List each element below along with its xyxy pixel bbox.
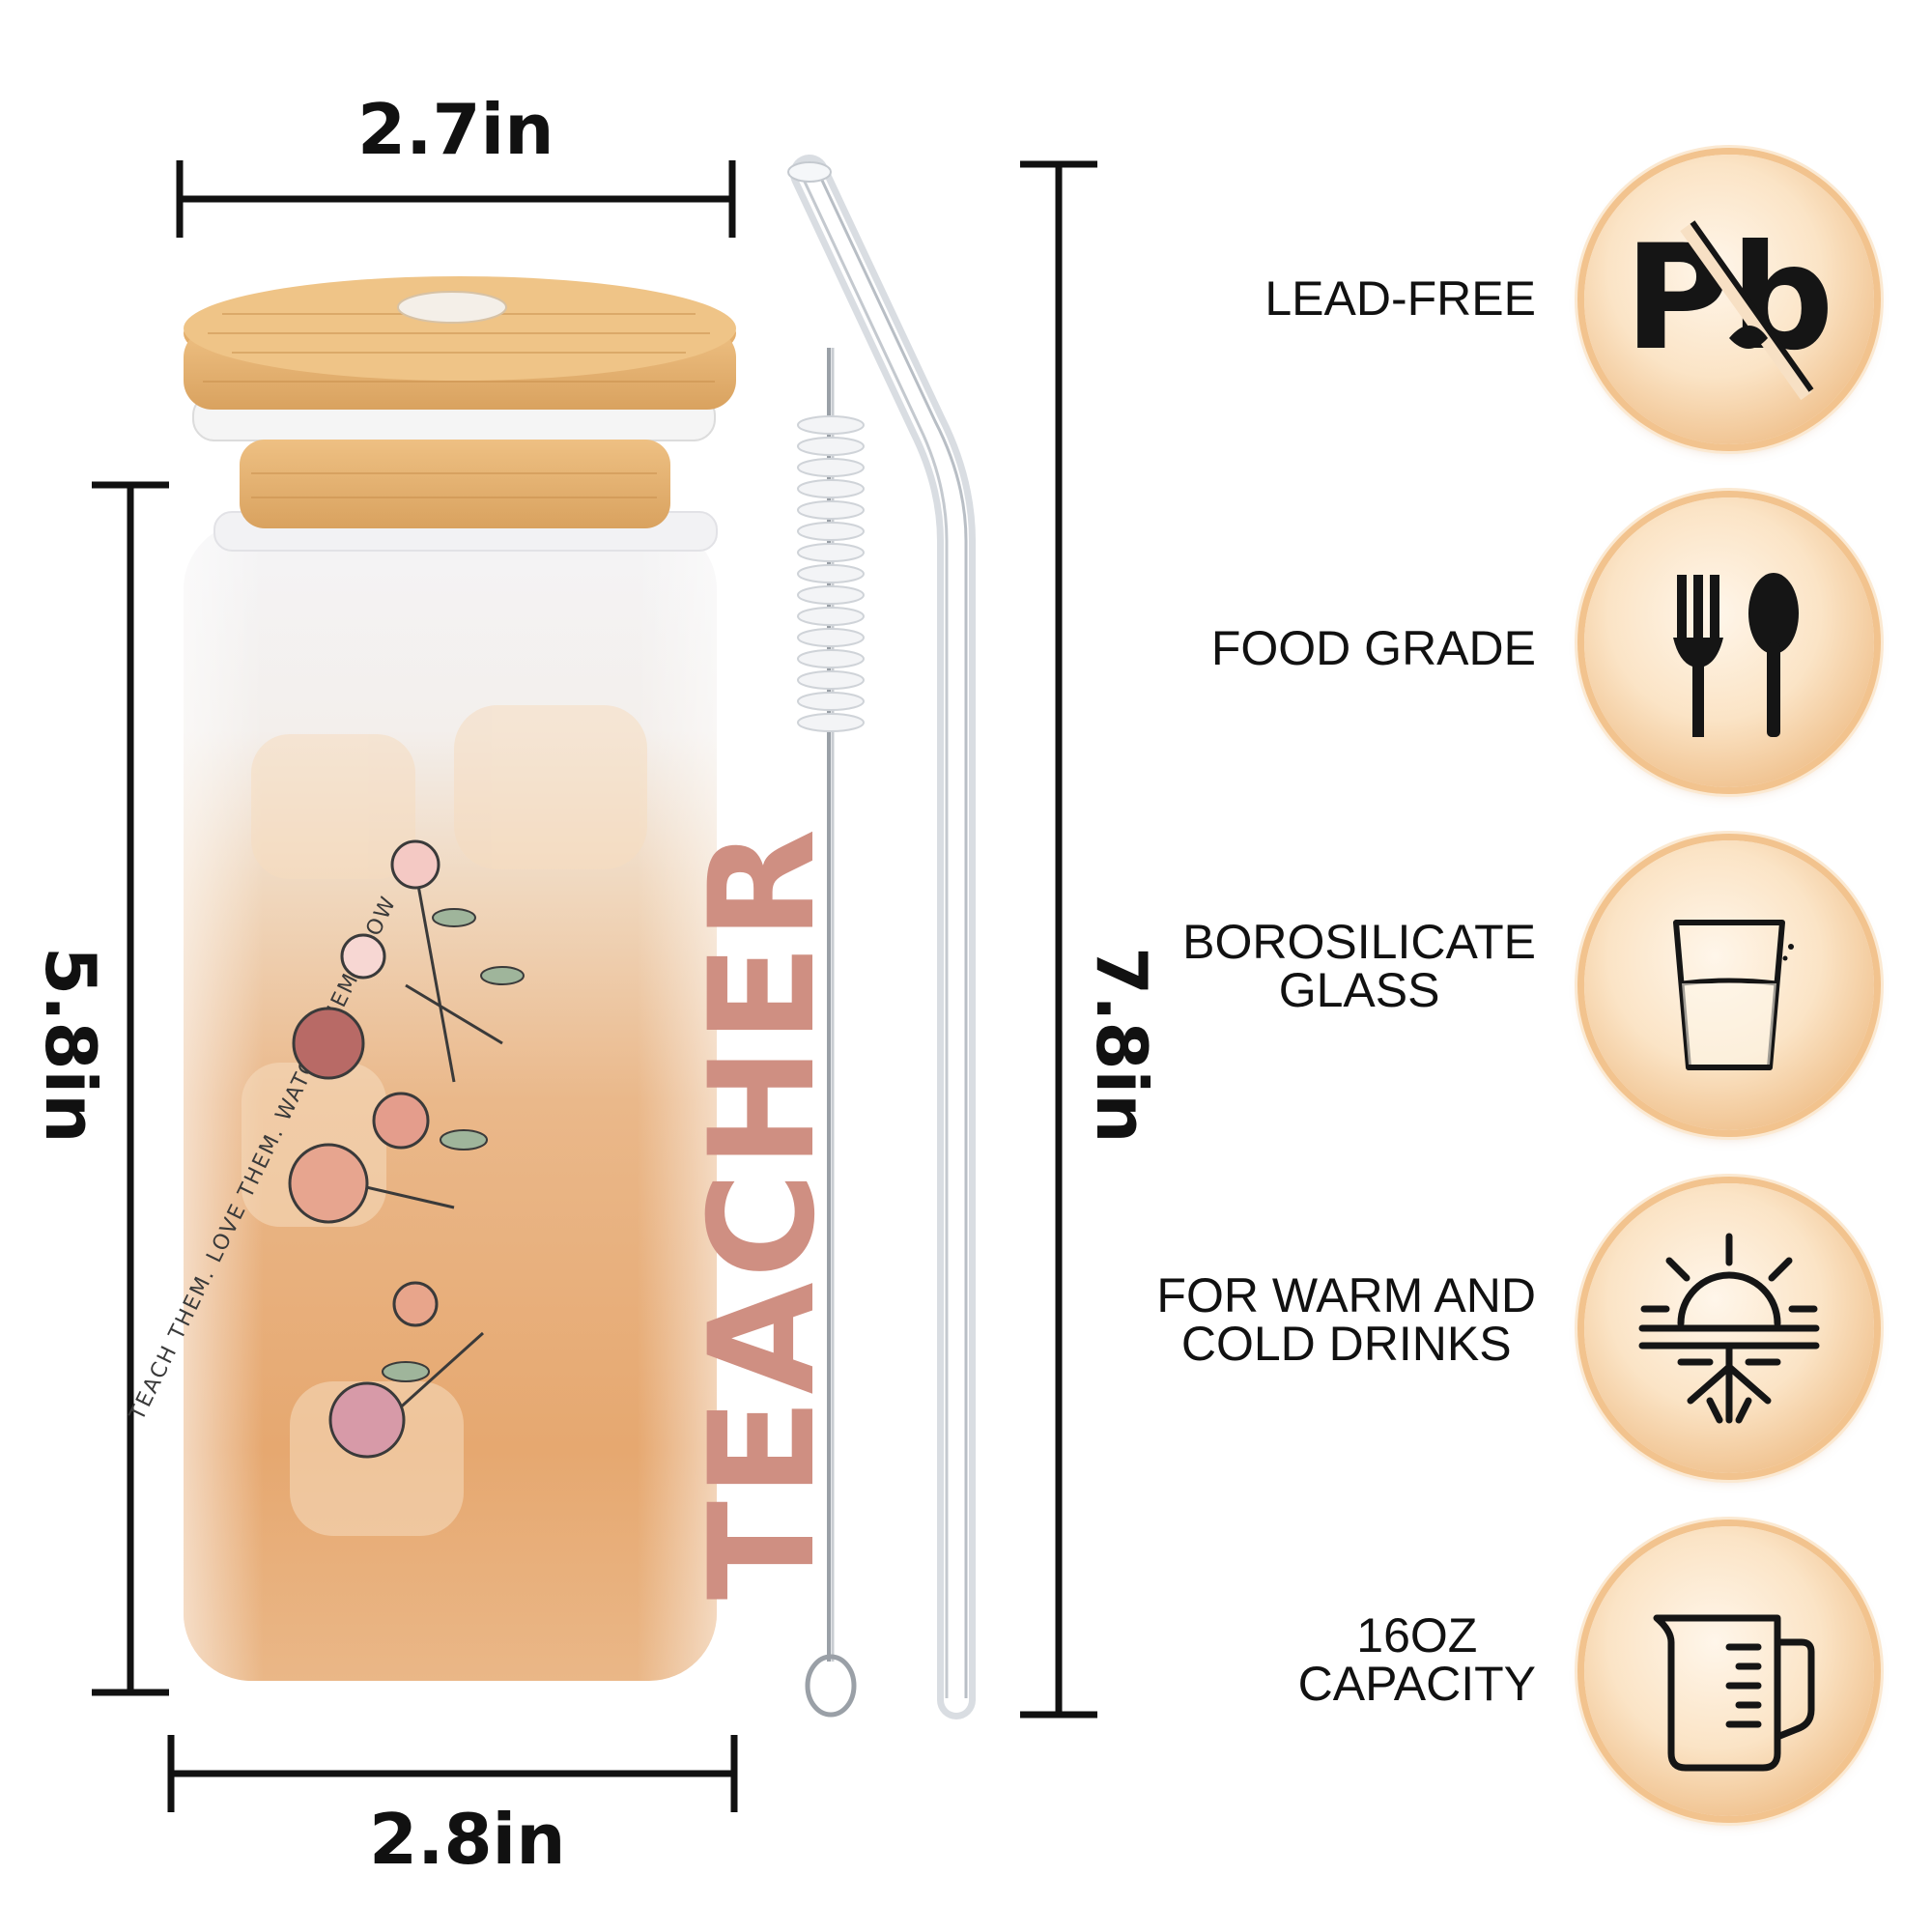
- feature-label-lead-free: LEAD-FREE: [1264, 271, 1536, 326]
- lead-free-pb-icon: Pb: [1624, 214, 1834, 401]
- capacity-badge: [1584, 1526, 1874, 1816]
- fork-spoon-icon: [1673, 573, 1799, 737]
- feature-label-borosilicate-glass: BOROSILICATE GLASS: [1182, 915, 1536, 1017]
- lead-free-badge: Pb: [1584, 155, 1874, 444]
- feature-label-capacity: 16OZ CAPACITY: [1297, 1608, 1536, 1711]
- measuring-cup-icon: [1653, 1614, 1815, 1772]
- bottom-width-label: 2.8in: [369, 1799, 566, 1880]
- warm-cold-badge: [1584, 1183, 1874, 1473]
- sun-snowflake-icon: [1638, 1233, 1820, 1424]
- feature-label-food-grade: FOOD GRADE: [1210, 621, 1536, 675]
- glass-of-water-icon: [1673, 920, 1794, 1070]
- borosilicate-glass-badge: [1584, 840, 1874, 1130]
- feature-label-warm-cold-drinks: FOR WARM AND COLD DRINKS: [1156, 1268, 1536, 1371]
- food-grade-badge: [1584, 497, 1874, 787]
- lid-width-label: 2.7in: [357, 89, 554, 170]
